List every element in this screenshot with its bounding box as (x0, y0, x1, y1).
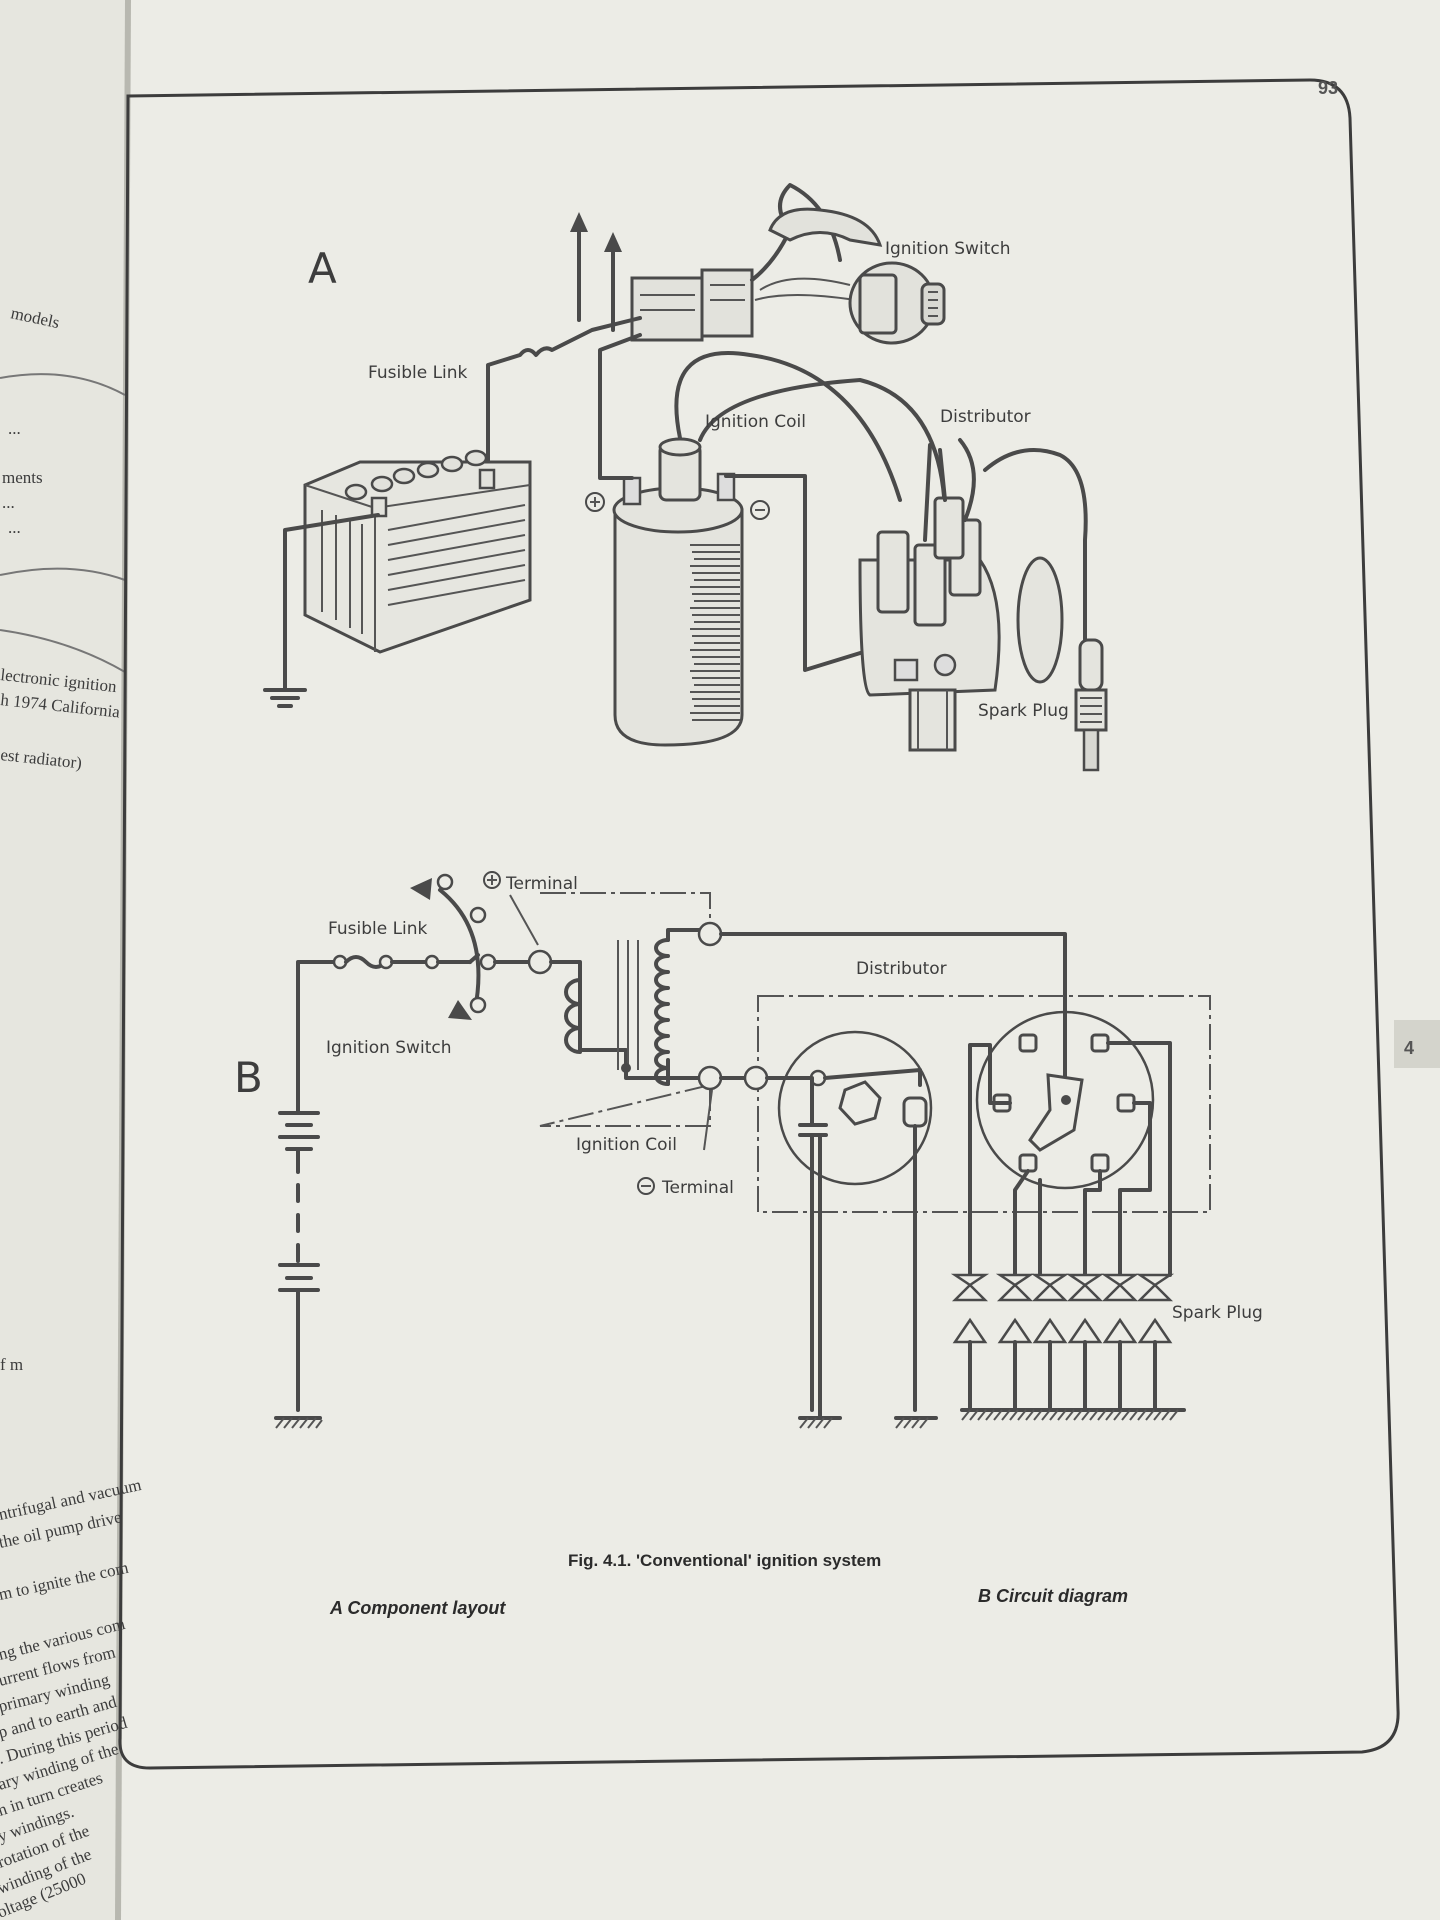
ht-lead-1 (968, 1043, 1012, 1277)
label-fusible-link-b: Fusible Link (328, 919, 428, 939)
coil-ht-terminal (697, 921, 723, 947)
ignition-switch-part (768, 207, 946, 345)
left-page (0, 0, 128, 1920)
coil-positive-wire (598, 333, 642, 480)
battery-symbol (274, 1111, 323, 1429)
figure-caption: Fig. 4.1. 'Conventional' ignition system (568, 1551, 881, 1570)
caption-panel-b: B Circuit diagram (978, 1586, 1128, 1606)
svg-text:...: ... (2, 493, 15, 512)
panel-a-component-layout: A Ignition Switch Fusible Li (263, 183, 1108, 772)
coil-negative-wire (724, 474, 872, 672)
secondary-winding-symbol (654, 928, 712, 1086)
left-page-text: models ... ments ... ... lectronic ignit… (0, 303, 143, 1920)
contact-breaker-symbol (765, 1030, 933, 1412)
contact-breaker-earth (798, 1133, 938, 1429)
distributor-part (858, 438, 1088, 752)
panel-b-letter: B (234, 1053, 263, 1102)
ht-lead-5 (1118, 1101, 1152, 1277)
spark-plug-symbols (951, 1283, 1186, 1421)
label-ignition-coil-a: Ignition Coil (705, 412, 806, 432)
fusible-link-wire (486, 316, 642, 472)
battery-feed-wire (296, 960, 337, 1115)
ignition-coil-part (585, 437, 770, 747)
iron-core-symbol (617, 940, 639, 1070)
ht-lead-6 (1106, 1041, 1172, 1277)
chapter-tab-number: 4 (1404, 1038, 1414, 1058)
label-distributor-a: Distributor (940, 407, 1031, 427)
label-fusible-link-a: Fusible Link (368, 363, 468, 383)
label-ignition-switch-b: Ignition Switch (326, 1038, 451, 1058)
label-spark-plug-b: Spark Plug (1172, 1303, 1263, 1323)
panel-a-letter: A (308, 244, 337, 293)
distributor-boundary (757, 995, 1211, 1213)
label-plus-terminal: Terminal (505, 874, 578, 894)
caption-panel-a: A Component layout (329, 1598, 506, 1618)
ht-lead-2 (1013, 1169, 1030, 1277)
svg-text:...: ... (8, 518, 21, 537)
page-frame (118, 78, 1400, 1770)
ht-lead-4 (1083, 1169, 1102, 1277)
feed-arrows (570, 212, 622, 332)
ht-leads (674, 351, 947, 512)
primary-winding-symbol (564, 978, 582, 1054)
coil-positive-terminal (527, 949, 553, 975)
label-ignition-switch-a: Ignition Switch (885, 239, 1010, 259)
coil-ht-lead (719, 932, 1067, 1087)
fusible-link-symbol (332, 954, 472, 970)
panel-b-circuit-diagram: B Fusible Link (234, 871, 1263, 1429)
battery-part (263, 449, 532, 708)
svg-text:f m: f m (0, 1355, 23, 1374)
label-spark-plug-a: Spark Plug (978, 701, 1069, 721)
chapter-tab (1394, 1020, 1440, 1068)
label-distributor-b: Distributor (856, 959, 947, 979)
page-number: 93 (1318, 78, 1338, 98)
ignition-switch-symbol (410, 873, 532, 1020)
label-ignition-coil-b: Ignition Coil (576, 1135, 677, 1155)
svg-text:ments: ments (2, 468, 43, 487)
svg-text:...: ... (8, 419, 21, 438)
coil-negative-terminal (697, 1065, 723, 1091)
label-minus-terminal: Terminal (661, 1178, 734, 1198)
spark-plug-part (1074, 638, 1108, 772)
